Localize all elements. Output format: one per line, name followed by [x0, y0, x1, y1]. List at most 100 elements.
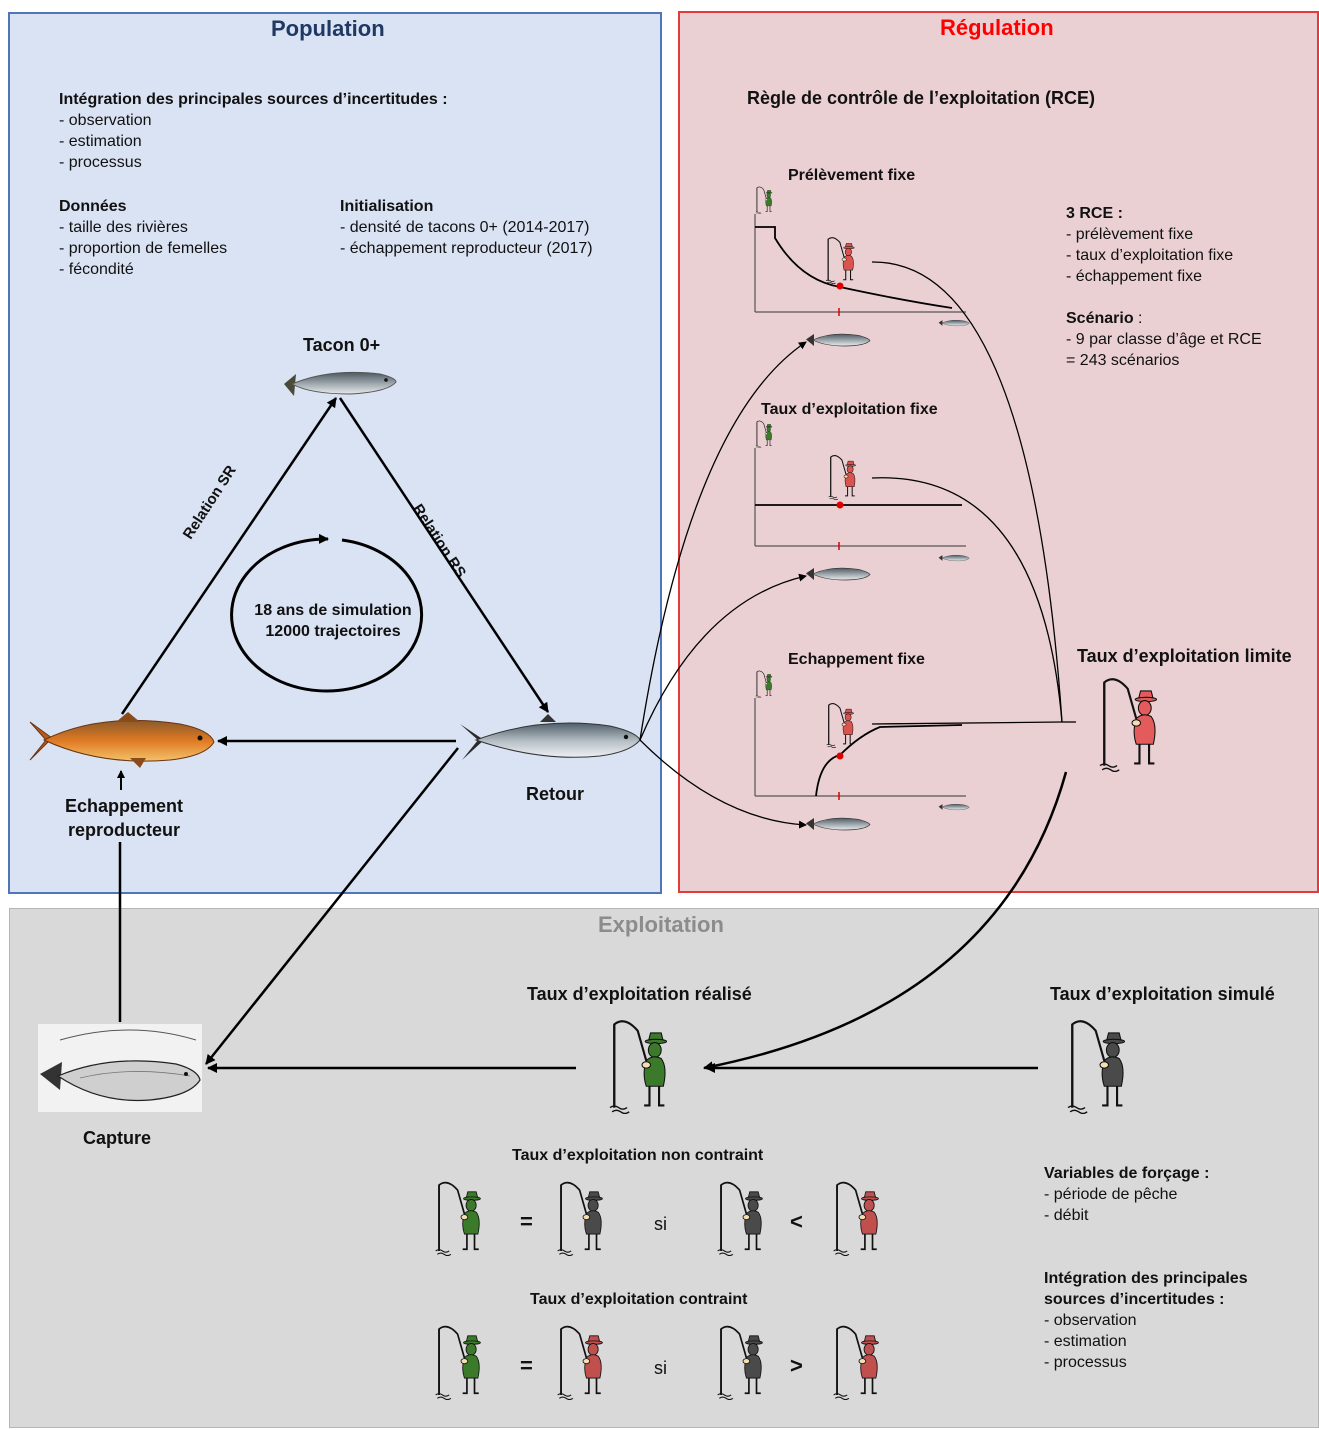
fixed-escapement-point [836, 752, 844, 760]
scenario-title: Scénario [1066, 310, 1134, 327]
simulated-label: Taux d’exploitation simulé [1050, 984, 1275, 1004]
population-data-block: Données - taille des rivières - proporti… [59, 196, 227, 280]
less-than-symbol: < [790, 1209, 803, 1234]
fisher-limit-icon [832, 1325, 880, 1400]
rce-item: - échappement fixe [1066, 268, 1203, 285]
scenario-suffix: : [1133, 310, 1143, 327]
escapement-line-2: reproducteur [67, 820, 181, 840]
fisher-realized-icon [434, 1325, 482, 1400]
tacon-fish-icon [284, 371, 397, 396]
return-to-rule1-arrow [639, 341, 807, 741]
graph2-title: Taux d’exploitation fixe [761, 401, 938, 418]
salmon-small-icon [938, 554, 970, 562]
population-init-item: - échappement reproducteur (2017) [340, 240, 593, 257]
scenario-block: Scénario : - 9 par classe d’âge et RCE =… [1066, 308, 1262, 371]
rule3-to-limit-line [871, 721, 1063, 725]
fixed-catch-point [836, 282, 844, 290]
si-word: si [654, 1358, 667, 1378]
population-init-block: Initialisation - densité de tacons 0+ (2… [340, 196, 593, 259]
rce-item: - prélèvement fixe [1066, 226, 1194, 243]
population-uncertainty-item: - processus [59, 154, 142, 171]
constrained-title: Taux d’exploitation contraint [530, 1291, 748, 1308]
cycle-line-1: 18 ans de simulation [254, 602, 412, 619]
fisher-limit-icon [1098, 677, 1159, 772]
fisher-red-icon [825, 236, 856, 284]
exploitation-uncertainty-block: Intégration des principales sources d’in… [1044, 1268, 1248, 1373]
exploitation-panel [9, 908, 1319, 1428]
fisher-red-icon [825, 702, 855, 748]
fisher-realized-icon [608, 1019, 669, 1114]
unconstrained-title: Taux d’exploitation non contraint [512, 1147, 764, 1164]
exploitation-uncertainty-item: - observation [1044, 1312, 1137, 1329]
forcing-title: Variables de forçage : [1044, 1165, 1210, 1182]
atlantic-salmon-icon [460, 714, 641, 760]
return-label: Retour [526, 784, 584, 804]
scenario-item: = 243 scénarios [1066, 352, 1180, 369]
population-init-item: - densité de tacons 0+ (2014-2017) [340, 219, 590, 236]
fisher-realized-icon [434, 1181, 482, 1256]
si-word: si [654, 1214, 667, 1234]
population-title: Population [271, 16, 385, 41]
realized-label: Taux d’exploitation réalisé [527, 984, 752, 1004]
fisher-simulated-icon [556, 1181, 604, 1256]
relation-sr-arrow [120, 397, 338, 715]
equals-symbol: = [520, 1353, 533, 1378]
limit-label: Taux d’exploitation limite [1077, 646, 1292, 666]
salmon-medium-icon [805, 333, 871, 347]
greater-than-symbol: > [790, 1353, 803, 1378]
graph3-title: Echappement fixe [788, 651, 925, 668]
cycle-label: 18 ans de simulation 12000 trajectoires [230, 600, 436, 642]
rule1-to-limit-curve [871, 261, 1063, 723]
graph-fixed-catch [754, 186, 970, 327]
tacon-label: Tacon 0+ [303, 335, 381, 355]
exploitation-uncertainty-item: - processus [1044, 1354, 1127, 1371]
exploitation-uncertainty-item: - estimation [1044, 1333, 1127, 1350]
population-data-title: Données [59, 198, 127, 215]
fisher-green-small-icon [755, 420, 773, 448]
population-uncertainty-title: Intégration des principales sources d’in… [59, 91, 448, 108]
rce-title: 3 RCE : [1066, 205, 1123, 222]
captured-salmon-icon [38, 1024, 202, 1112]
fisher-green-small-icon [755, 186, 773, 214]
population-data-item: - proportion de femelles [59, 240, 228, 257]
fisher-simulated-icon [716, 1181, 764, 1256]
return-to-capture-arrow [205, 747, 459, 1065]
exploitation-title: Exploitation [598, 912, 724, 937]
rce-item: - taux d’exploitation fixe [1066, 247, 1234, 264]
fisher-limit-icon [556, 1325, 604, 1400]
graph-fixed-rate [754, 420, 970, 562]
return-to-rule3-arrow [639, 739, 807, 829]
forcing-block: Variables de forçage : - période de pêch… [1044, 1163, 1209, 1226]
escapement-line-1: Echappement [64, 796, 184, 816]
salmon-small-icon [938, 803, 970, 811]
exploitation-uncertainty-title-1: Intégration des principales [1044, 1270, 1248, 1287]
salmon-medium-icon [805, 817, 871, 831]
graph-fixed-escapement [754, 670, 970, 811]
graph1-title: Prélèvement fixe [788, 167, 916, 184]
scenario-item: - 9 par classe d’âge et RCE [1066, 331, 1262, 348]
simulation-cycle-arrow [230, 533, 423, 693]
escapement-label: Echappement reproducteur [44, 794, 204, 842]
exploitation-uncertainty-title-2: sources d’incertitudes : [1044, 1291, 1225, 1308]
population-init-title: Initialisation [340, 198, 434, 215]
regulation-title: Régulation [940, 15, 1054, 40]
population-data-item: - taille des rivières [59, 219, 188, 236]
fisher-limit-icon [832, 1181, 880, 1256]
rule-title: Règle de contrôle de l’exploitation (RCE… [747, 88, 1096, 108]
fixed-rate-point [836, 501, 844, 509]
salmon-small-icon [938, 319, 970, 327]
relation-rs-arrow [338, 397, 550, 713]
return-to-rule2-arrow [639, 573, 807, 741]
regulation-panel [678, 11, 1319, 893]
capture-label: Capture [83, 1128, 152, 1148]
forcing-item: - période de pêche [1044, 1186, 1178, 1203]
population-uncertainty-block: Intégration des principales sources d’in… [59, 89, 448, 173]
fisher-green-small-icon [755, 670, 773, 698]
limit-to-realized-arrow [703, 771, 1068, 1072]
brown-trout-icon [29, 712, 215, 768]
cycle-line-2: 12000 trajectoires [265, 623, 401, 640]
population-uncertainty-item: - estimation [59, 133, 142, 150]
population-uncertainty-item: - observation [59, 112, 152, 129]
equals-symbol: = [520, 1209, 533, 1234]
